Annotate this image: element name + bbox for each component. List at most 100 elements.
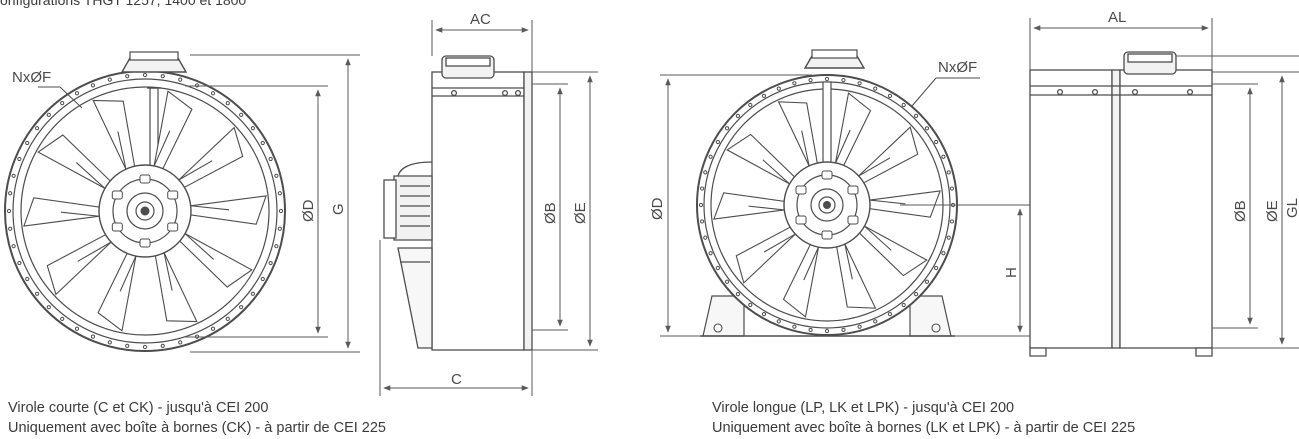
flange-hole <box>715 265 720 271</box>
flange-hole <box>873 319 878 324</box>
flange-hole <box>268 260 273 266</box>
blade-rib <box>60 211 100 217</box>
flange-hole <box>941 251 946 256</box>
flange-hole <box>17 156 22 162</box>
caption-right-line2: Uniquement avec boîte à bornes (LK et LP… <box>712 420 1136 436</box>
label-od-left: ØD <box>300 199 317 222</box>
flange-hole <box>274 244 279 249</box>
flange-hole <box>260 276 265 282</box>
blade-rib <box>748 205 785 211</box>
flange-hole <box>35 126 40 131</box>
flange-hole <box>735 113 741 119</box>
blade-rib <box>77 241 112 262</box>
flange-hole <box>35 291 40 296</box>
hub-bolt <box>167 190 179 200</box>
blade-rib <box>763 233 796 253</box>
right-side-dims <box>1029 18 1299 349</box>
flange-hole <box>703 235 708 240</box>
flange-hole <box>857 81 862 86</box>
flange-hole <box>724 279 730 284</box>
hub-bolt <box>847 215 859 225</box>
flange-hole <box>225 316 230 321</box>
flange-holes-left <box>6 72 284 350</box>
label-oe-left: ØE <box>572 202 589 224</box>
flange-hole <box>934 265 939 271</box>
flange-hole <box>160 74 165 79</box>
right-front-view <box>696 49 980 337</box>
flange-hole <box>8 226 13 231</box>
blade-rib <box>803 246 819 281</box>
flange-hole <box>792 81 797 86</box>
flange-hole <box>46 112 51 117</box>
blade-rib <box>864 225 892 251</box>
flange-hole <box>708 154 713 159</box>
blade-rib <box>75 162 106 189</box>
flange-hole <box>924 279 930 284</box>
flange-hole <box>715 139 720 145</box>
flange-hole <box>277 226 282 231</box>
blade-rib <box>801 130 810 166</box>
flange-hole <box>260 140 265 146</box>
hub-bolt <box>847 185 859 195</box>
flange-hole <box>74 91 80 96</box>
flange-hole <box>735 291 741 297</box>
flange-hole <box>268 156 273 162</box>
label-gl-right: GL <box>1284 198 1299 218</box>
blade-rib <box>835 129 851 164</box>
hub-bolt <box>821 230 833 240</box>
blade <box>46 233 112 296</box>
flange-hole <box>946 170 951 175</box>
flange-hole <box>278 208 284 214</box>
flange-hole <box>11 173 16 178</box>
left-side-dims <box>379 20 598 396</box>
flange-hole <box>107 340 112 345</box>
flange-hole <box>74 326 80 331</box>
flange-hole <box>776 86 781 91</box>
flange-hole <box>901 102 906 108</box>
flange-hole <box>698 202 704 208</box>
flange-hole <box>761 93 767 98</box>
flange-hole <box>6 208 12 214</box>
label-oe-right: ØE <box>1264 200 1281 222</box>
flange-hole <box>934 139 939 145</box>
flange-hole <box>225 101 230 106</box>
blade-rib <box>190 205 230 211</box>
flange-hole <box>808 77 813 83</box>
flange-hole <box>941 154 946 159</box>
blade <box>179 232 253 288</box>
caption-left-line2: Uniquement avec boîte à bornes (CK) - à … <box>8 420 386 436</box>
label-g-left: G <box>330 203 347 215</box>
blade <box>92 99 136 170</box>
flange-hole <box>125 343 130 348</box>
flange-hole <box>107 77 112 82</box>
blade <box>178 126 244 189</box>
flange-hole <box>90 334 96 339</box>
flange-hole <box>703 170 708 175</box>
flange-hole <box>913 113 919 119</box>
label-ob-left: ØB <box>542 202 559 224</box>
flange-hole <box>748 102 753 108</box>
flange-hole <box>841 327 846 333</box>
label-h-right: H <box>1003 267 1020 278</box>
left-side-view <box>383 55 533 351</box>
flange-hole <box>178 77 183 82</box>
caption-left-line1: Virole courte (C et CK) - jusqu'à CEI 20… <box>8 400 269 416</box>
flange-hole <box>25 276 30 282</box>
hub-bolt <box>139 174 151 184</box>
blade-rib <box>178 160 213 181</box>
flange-hole <box>210 91 216 96</box>
blade-rib <box>858 157 891 177</box>
blade-rib <box>844 244 853 280</box>
flange-hole <box>11 244 16 249</box>
flange-hole <box>887 93 893 98</box>
flange-hole <box>724 126 730 131</box>
blade-rib <box>153 130 171 167</box>
flange-hole <box>60 101 65 106</box>
flange-hole <box>708 251 713 256</box>
flange-hole <box>8 191 13 196</box>
blade-rib <box>117 131 127 170</box>
label-nxf-left: NxØF <box>12 69 51 86</box>
hub-bolt <box>795 215 807 225</box>
flange-hole <box>178 340 183 345</box>
hub-bolt <box>111 190 123 200</box>
